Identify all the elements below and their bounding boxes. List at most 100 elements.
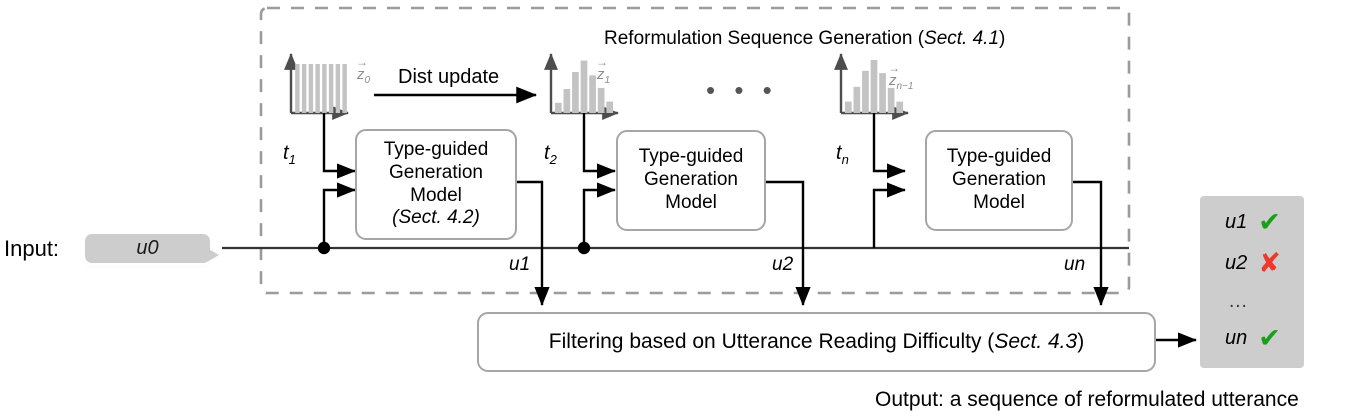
histogram-bar — [335, 63, 341, 113]
histogram-bar — [563, 89, 571, 113]
u0-branch-connector — [322, 182, 356, 248]
u1-branch-connector — [582, 182, 616, 248]
output-label-ellipsis: ... — [1229, 291, 1248, 312]
type-guided-generation-model-3[interactable]: Type-guided Generation Model — [925, 130, 1073, 231]
model-1-line-3: Model — [410, 184, 462, 206]
t2-label: t2 — [544, 142, 557, 167]
junction-dot-2 — [577, 241, 591, 255]
t1-label: t1 — [283, 142, 296, 167]
model-3-line-2: Generation — [951, 169, 1046, 191]
tn-connector — [872, 113, 906, 179]
zn-1-label: zn−1 — [888, 61, 914, 92]
dist-update-text: Dist update — [398, 66, 500, 88]
histogram-bar — [308, 63, 314, 113]
z0-symbol: z — [356, 55, 367, 83]
histogram-bar — [853, 86, 861, 113]
z1-label: z1 — [596, 55, 611, 86]
filter-text-before: Filtering based on Utterance Reading Dif… — [548, 330, 995, 353]
dist-update-label: Dist update — [398, 66, 499, 89]
ellipsis-dots: • • • — [706, 75, 778, 106]
model-1-line-1: Type-guided — [383, 138, 489, 160]
model-1-line-2: Generation — [388, 161, 483, 183]
output-row-ellipsis: ... — [1229, 291, 1248, 313]
histogram-bar — [322, 63, 327, 113]
t2-connector — [582, 113, 616, 179]
histogram-bar — [295, 63, 300, 113]
t2-symbol: t — [544, 142, 550, 164]
un-text: un — [1064, 254, 1086, 275]
z0-subscript: 0 — [364, 75, 371, 86]
filter-section-ref: Sect. 4.3 — [994, 330, 1078, 353]
u2-text: u2 — [772, 254, 794, 275]
histogram-bar — [597, 87, 605, 113]
cross-icon-u2: ✘ — [1258, 248, 1281, 278]
output-row-un: un ✔ — [1225, 325, 1281, 352]
model-2-line-2: Generation — [643, 169, 738, 191]
output-row-u2: u2 ✘ — [1225, 250, 1281, 277]
group-title-close: ) — [999, 28, 1006, 49]
histogram-bar — [554, 102, 562, 113]
z1-symbol: z — [596, 55, 607, 83]
histogram-bar — [589, 75, 596, 113]
zn-1-symbol: z — [888, 61, 899, 89]
histogram-bar — [862, 70, 869, 113]
zn-1-subscript: n−1 — [896, 81, 914, 92]
un-branch-connector — [872, 182, 906, 248]
t1-connector — [322, 113, 356, 179]
input-utterance-text: u0 — [136, 237, 159, 259]
u2-label: u2 — [772, 254, 793, 276]
histogram-bar — [301, 63, 307, 113]
u1-connector — [513, 180, 550, 306]
histogram-bar — [844, 101, 852, 113]
t2-subscript: 2 — [549, 152, 557, 167]
un-connector — [1068, 180, 1109, 306]
histogram-bar — [572, 71, 579, 113]
junction-dot-1 — [317, 241, 331, 255]
model-2-line-3: Model — [665, 191, 717, 213]
histogram-bar — [315, 63, 320, 113]
output-panel — [1200, 196, 1304, 368]
tn-label: tn — [836, 142, 849, 167]
histogram-bar — [342, 63, 347, 113]
filter-text-after: ) — [1077, 330, 1085, 353]
output-label-u2: u2 — [1225, 252, 1248, 274]
input-label: Input: — [4, 236, 59, 262]
model-1-section-ref: (Sect. 4.2) — [392, 207, 480, 229]
output-caption-text: Output: a sequence of reformulated utter… — [875, 388, 1299, 411]
z1-subscript: 1 — [604, 75, 611, 86]
histogram-bar — [896, 101, 904, 113]
model-3-line-3: Model — [973, 191, 1025, 213]
input-utterance-bubble[interactable]: u0 — [85, 234, 219, 263]
histogram-bar — [328, 63, 334, 113]
histogram-bar — [887, 87, 895, 113]
histogram-bar — [606, 101, 614, 113]
histogram-bar — [870, 59, 878, 113]
model-3-line-1: Type-guided — [946, 146, 1052, 168]
u1-text: u1 — [509, 254, 531, 275]
z0-label: z0 — [356, 55, 371, 86]
histogram-bar — [879, 73, 886, 113]
dashed-group-title: Reformulation Sequence Generation (Sect.… — [604, 28, 1005, 50]
u1-label: u1 — [509, 254, 530, 276]
t1-symbol: t — [283, 142, 289, 164]
u2-connector — [762, 180, 811, 306]
ellipsis-text: • • • — [706, 75, 778, 105]
model-2-line-1: Type-guided — [638, 146, 744, 168]
t1-subscript: 1 — [288, 152, 296, 167]
output-label-un: un — [1225, 327, 1248, 349]
output-caption: Output: a sequence of reformulated utter… — [875, 388, 1299, 412]
check-icon-un: ✔ — [1258, 323, 1281, 353]
filtering-box[interactable]: Filtering based on Utterance Reading Dif… — [477, 312, 1156, 372]
output-label-u1: u1 — [1225, 211, 1248, 233]
tn-subscript: n — [841, 152, 849, 167]
group-title-sect: Sect. 4.1 — [924, 28, 1000, 49]
type-guided-generation-model-1[interactable]: Type-guided Generation Model (Sect. 4.2) — [355, 129, 517, 240]
tn-symbol: t — [836, 142, 842, 164]
bubble-tail-icon — [207, 248, 219, 262]
output-row-u1: u1 ✔ — [1225, 209, 1281, 236]
type-guided-generation-model-2[interactable]: Type-guided Generation Model — [616, 130, 766, 231]
un-label: un — [1064, 254, 1085, 276]
